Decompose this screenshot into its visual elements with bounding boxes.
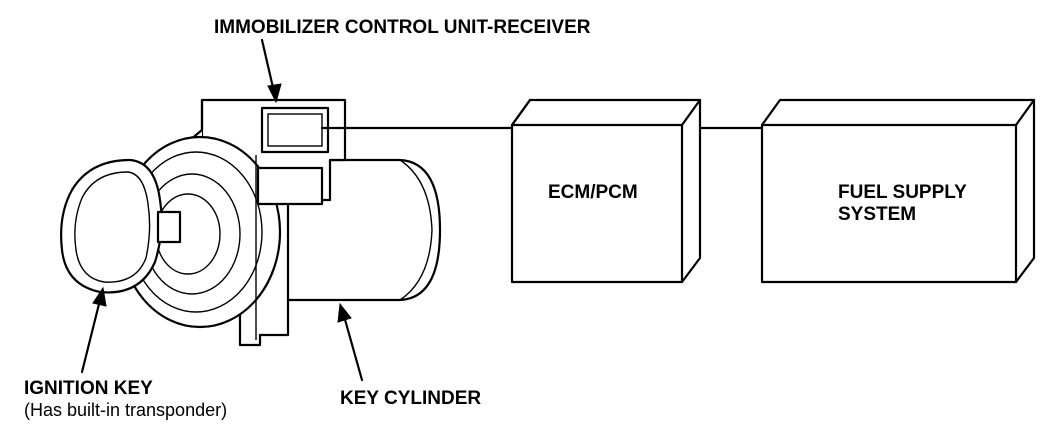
ecm-pcm-label: ECM/PCM [548,182,638,203]
key-cylinder-label: KEY CYLINDER [340,388,481,409]
immobilizer-unit [256,106,330,206]
ecm-pcm-box [510,98,702,284]
ignition-key-arrow [80,298,102,374]
fuel-supply-label-line1: FUEL SUPPLY [838,182,967,203]
fuel-supply-box [760,98,1036,284]
ignition-switch-housing [118,98,347,347]
immobilizer-label: IMMOBILIZER CONTROL UNIT-RECEIVER [214,17,591,38]
fuel-supply-label-line2: SYSTEM [838,204,916,225]
leader-arrows [80,38,364,382]
immobilizer-arrow [260,38,276,94]
ignition-key-note: (Has built-in transponder) [24,400,227,420]
key-cylinder-arrow [342,314,364,382]
ignition-key-label: IGNITION KEY [24,378,153,399]
